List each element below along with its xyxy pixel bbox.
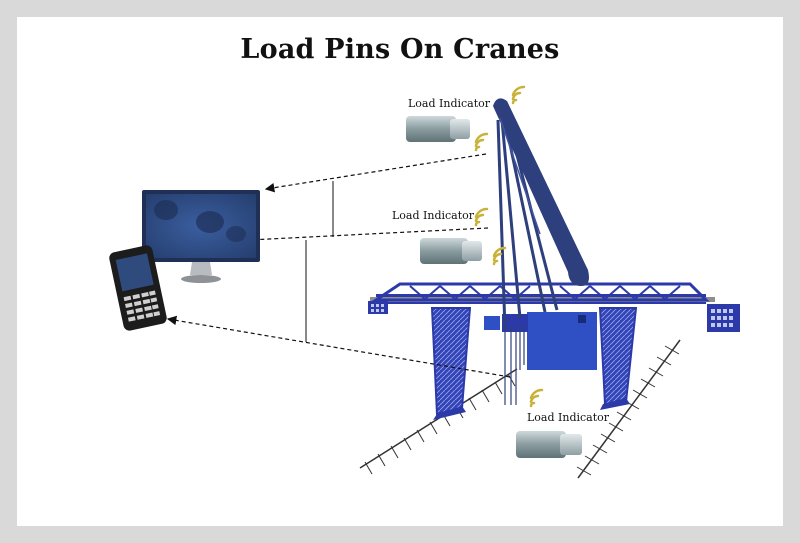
hook-cables — [504, 325, 525, 405]
crane-left-leg — [430, 307, 472, 420]
crane-hook-box — [484, 312, 597, 370]
load-indicator-label-middle: Load Indicator — [392, 209, 475, 222]
crane-right-leg — [598, 307, 638, 410]
load-pin-icon-top — [406, 116, 470, 142]
load-pin-icon-bottom — [516, 431, 582, 458]
mobile-phone-icon — [109, 245, 167, 331]
crane-boom — [493, 98, 589, 287]
monitor-icon — [142, 190, 260, 283]
diagram-title: Load Pins On Cranes — [240, 34, 560, 65]
load-pin-icon-middle — [420, 238, 482, 264]
load-indicator-label-bottom: Load Indicator — [527, 411, 610, 424]
load-indicator-label-top: Load Indicator — [408, 97, 491, 110]
wifi-signal-icon — [474, 85, 544, 408]
